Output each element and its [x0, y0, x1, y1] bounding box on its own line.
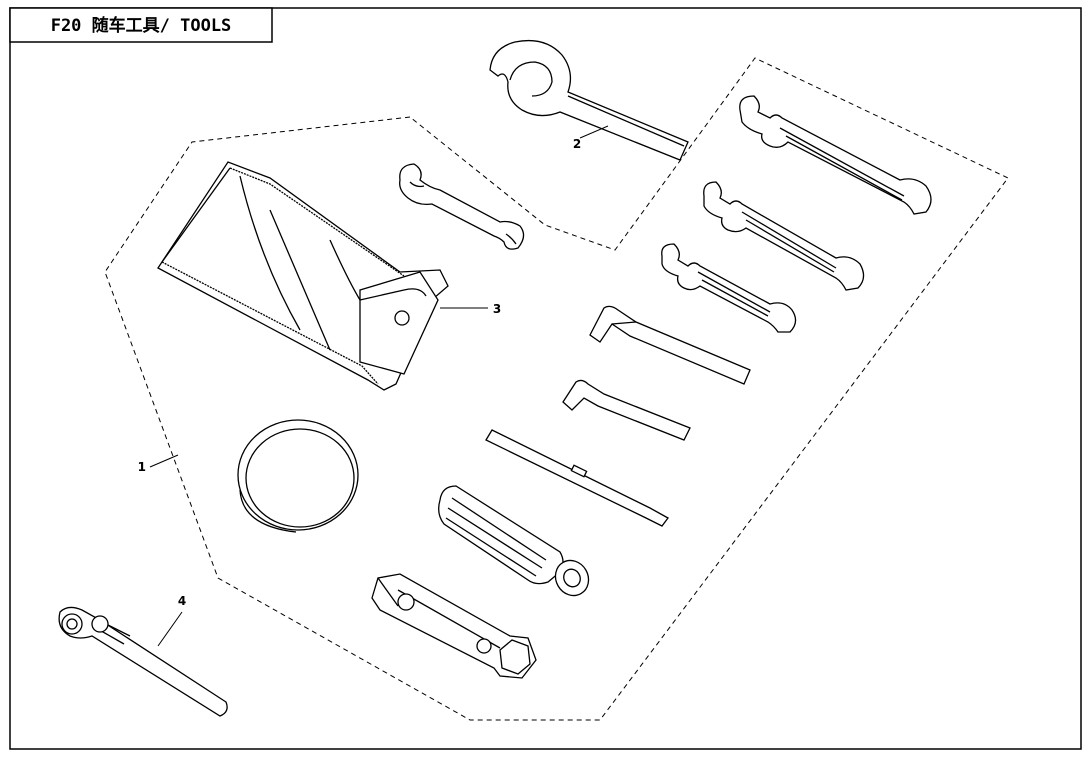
screwdriver-bit	[485, 429, 669, 527]
tool-pouch	[157, 161, 449, 391]
callout-3: 3	[440, 302, 501, 316]
t-handle-wrench	[58, 606, 228, 717]
hex-key-large	[589, 305, 751, 385]
title-block: F20 随车工具/ TOOLS	[9, 7, 273, 43]
double-wrench-large	[739, 95, 932, 215]
tube-box-wrench	[371, 573, 537, 679]
callout-1-label: 1	[138, 460, 146, 474]
hook-wrench	[489, 39, 689, 161]
strap-ring	[237, 419, 359, 533]
toolkit-group-outline	[104, 57, 1009, 721]
callout-2-label: 2	[573, 137, 581, 151]
hex-key-small	[562, 379, 691, 441]
drawing-frame	[9, 7, 1082, 750]
callout-4-label: 4	[178, 594, 186, 608]
callout-4: 4	[157, 594, 186, 647]
double-wrench-small	[661, 243, 797, 333]
screwdriver-handle	[438, 485, 590, 597]
double-wrench-medium	[703, 181, 865, 291]
open-end-wrench-small	[399, 163, 525, 250]
callout-1: 1	[138, 454, 179, 474]
page-title: F20 随车工具/ TOOLS	[51, 15, 232, 36]
callout-2: 2	[573, 125, 609, 151]
title-box	[9, 7, 273, 43]
callout-3-label: 3	[493, 302, 501, 316]
